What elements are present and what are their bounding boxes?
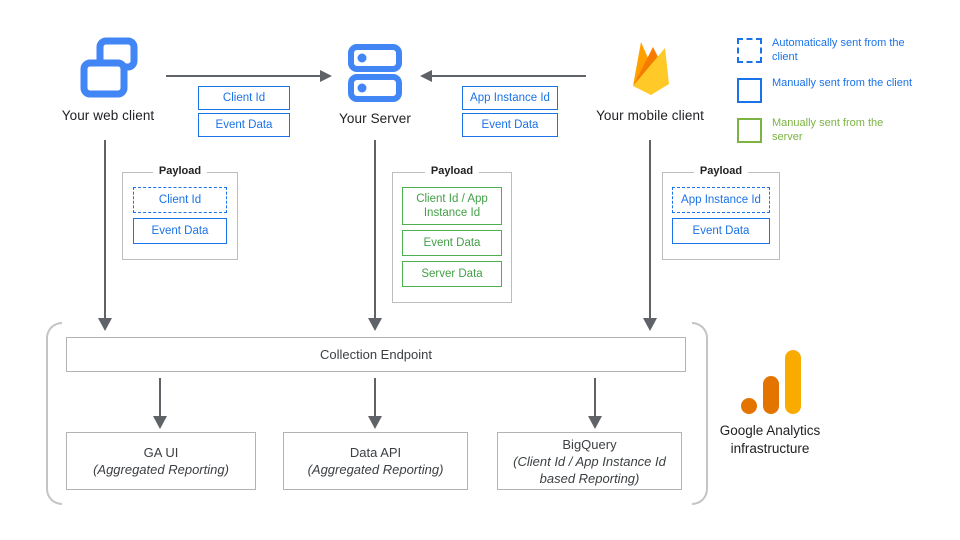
arrowhead-mobile-down: [643, 318, 657, 331]
flow-tag-client-id: Client Id: [198, 86, 290, 110]
payload-box-web: Payload Client Id Event Data: [122, 165, 238, 260]
web-client-label: Your web client: [61, 108, 155, 123]
infrastructure-bracket-right: [692, 322, 708, 505]
arrowhead-endpoint-to-dataapi: [368, 416, 382, 429]
collection-endpoint-box: Collection Endpoint: [66, 337, 686, 372]
flow-tag-app-instance-id: App Instance Id: [462, 86, 558, 110]
service-subtitle: (Aggregated Reporting): [307, 462, 444, 477]
firebase-icon: [620, 36, 680, 105]
web-client-icon: [80, 37, 138, 106]
payload-title: Payload: [424, 165, 480, 177]
service-subtitle: (Aggregated Reporting): [93, 462, 229, 477]
legend-swatch-manual-server: [737, 118, 762, 143]
service-title: BigQuery: [562, 436, 617, 452]
legend-swatch-auto-client: [737, 38, 762, 63]
legend-label-manual-client: Manually sent from the client: [772, 77, 913, 89]
collection-endpoint-label: Collection Endpoint: [319, 347, 433, 362]
google-analytics-icon: [740, 348, 802, 421]
service-box-bigquery: BigQuery (Client Id / App Instance Id ba…: [497, 432, 682, 490]
arrowhead-web-to-server: [320, 70, 332, 82]
payload-item-client-id: Client Id: [133, 187, 227, 213]
payload-item-event-data: Event Data: [672, 218, 770, 244]
arrowhead-mobile-to-server: [420, 70, 432, 82]
arrow-mobile-down: [649, 140, 651, 320]
payload-title: Payload: [693, 165, 749, 177]
payload-item-server-data: Server Data: [402, 261, 502, 287]
mobile-client-label: Your mobile client: [596, 108, 704, 123]
service-box-ga-ui: GA UI (Aggregated Reporting): [66, 432, 256, 490]
payload-item-client-or-app-id: Client Id / App Instance Id: [402, 187, 502, 225]
arrowhead-server-down: [368, 318, 382, 331]
infrastructure-bracket-left: [46, 322, 62, 505]
arrowhead-endpoint-to-bigquery: [588, 416, 602, 429]
infrastructure-caption: Google Analytics infrastructure: [719, 423, 821, 456]
service-title: Data API: [349, 445, 402, 460]
payload-box-mobile: Payload App Instance Id Event Data: [662, 165, 780, 260]
arrow-server-down: [374, 140, 376, 320]
legend-label-manual-server: Manually sent from the server: [772, 117, 884, 143]
payload-item-event-data: Event Data: [133, 218, 227, 244]
arrowhead-endpoint-to-gaui: [153, 416, 167, 429]
arrow-endpoint-to-dataapi: [374, 378, 376, 418]
payload-item-event-data: Event Data: [402, 230, 502, 256]
arrow-mobile-to-server: [432, 75, 586, 77]
payload-item-app-instance-id: App Instance Id: [672, 187, 770, 213]
payload-title: Payload: [152, 165, 208, 177]
arrowhead-web-down: [98, 318, 112, 331]
arrow-endpoint-to-bigquery: [594, 378, 596, 418]
flow-tag-event-data-2: Event Data: [462, 113, 558, 137]
arrow-web-to-server: [166, 75, 322, 77]
service-box-data-api: Data API (Aggregated Reporting): [283, 432, 468, 490]
legend-label-auto-client: Automatically sent from the client: [772, 37, 905, 63]
payload-box-server: Payload Client Id / App Instance Id Even…: [392, 165, 512, 303]
legend-swatch-manual-client: [737, 78, 762, 103]
server-icon: [348, 44, 402, 107]
flow-tag-event-data: Event Data: [198, 113, 290, 137]
arrow-web-down: [104, 140, 106, 320]
server-label: Your Server: [339, 111, 411, 126]
arrow-endpoint-to-gaui: [159, 378, 161, 418]
service-subtitle: (Client Id / App Instance Id based Repor…: [513, 453, 666, 486]
service-title: GA UI: [143, 445, 179, 460]
